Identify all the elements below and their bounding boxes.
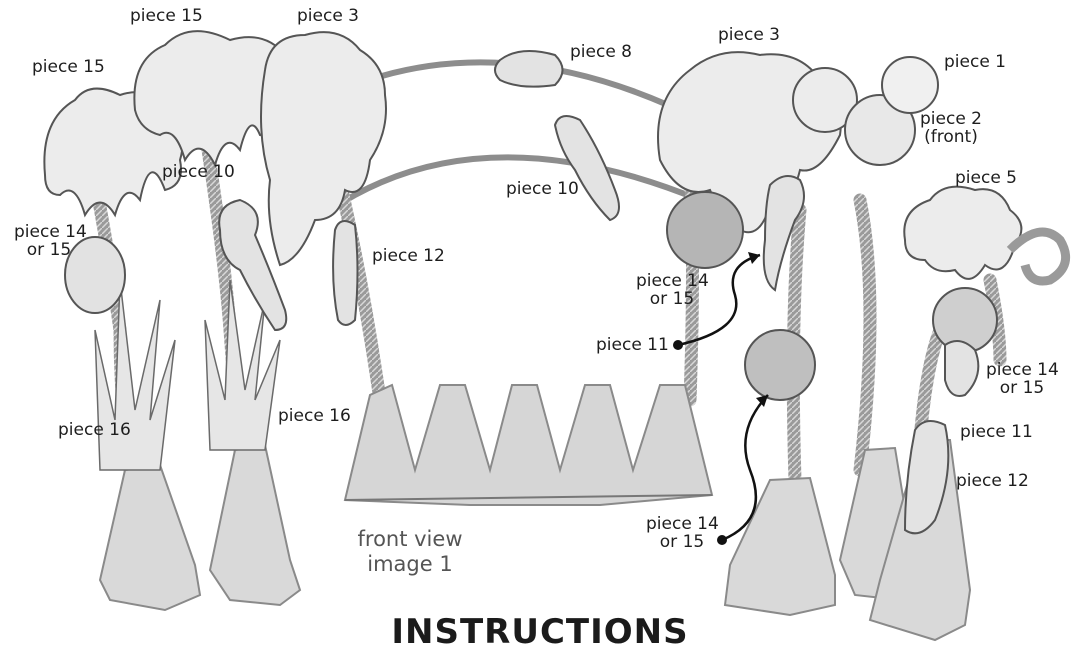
label-piece-10-mid: piece 10 — [506, 180, 579, 198]
label-piece-10-left: piece 10 — [162, 163, 235, 181]
view-caption-line2: image 1 — [340, 552, 480, 577]
label-piece-14-left-line1: piece 14 — [14, 223, 84, 241]
label-piece-15-top: piece 15 — [130, 7, 203, 25]
label-piece-2-line1: piece 2 — [916, 110, 986, 128]
label-piece-16-left: piece 16 — [58, 421, 131, 439]
label-piece-14-mid-line2: or 15 — [636, 290, 708, 308]
label-piece-14-bottom-line1: piece 14 — [646, 515, 718, 533]
label-piece-11-right: piece 11 — [960, 423, 1033, 441]
label-piece-14-bottom-line2: or 15 — [646, 533, 718, 551]
spiky-leaves — [95, 280, 280, 470]
label-piece-2: piece 2 (front) — [916, 110, 986, 146]
label-piece-14-bottom: piece 14 or 15 — [646, 515, 718, 551]
label-piece-16-mid: piece 16 — [278, 407, 351, 425]
view-caption-line1: front view — [340, 527, 480, 552]
label-piece-15-left: piece 15 — [32, 58, 105, 76]
label-piece-14-left: piece 14 or 15 — [14, 223, 84, 259]
label-piece-1: piece 1 — [944, 53, 1006, 71]
label-piece-8: piece 8 — [570, 43, 632, 61]
egg-carton — [345, 385, 712, 505]
label-piece-14-right: piece 14 or 15 — [986, 361, 1058, 397]
label-piece-14-right-line2: or 15 — [986, 379, 1058, 397]
label-piece-2-line2: (front) — [916, 128, 986, 146]
view-caption: front view image 1 — [340, 527, 480, 577]
label-piece-11-arrow: piece 11 — [596, 336, 669, 354]
swirl-decoration — [1010, 232, 1066, 281]
label-piece-5: piece 5 — [955, 169, 1017, 187]
label-piece-14-left-line2: or 15 — [14, 241, 84, 259]
label-piece-14-right-line1: piece 14 — [986, 361, 1058, 379]
label-piece-14-mid: piece 14 or 15 — [636, 272, 708, 308]
label-piece-12-left: piece 12 — [372, 247, 445, 265]
label-piece-3-left: piece 3 — [297, 7, 359, 25]
label-piece-14-mid-line1: piece 14 — [636, 272, 708, 290]
instructions-heading: INSTRUCTIONS — [0, 612, 1080, 652]
label-piece-12-right: piece 12 — [956, 472, 1029, 490]
label-piece-3-right: piece 3 — [718, 26, 780, 44]
